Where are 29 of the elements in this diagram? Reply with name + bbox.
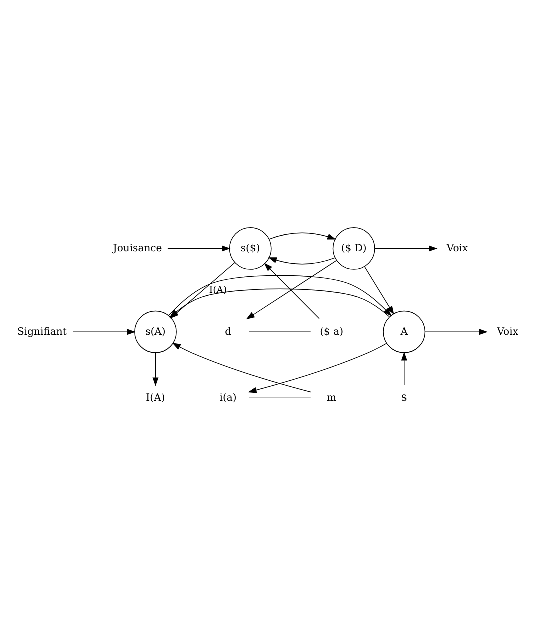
node-circle: ($ D) <box>332 228 376 270</box>
node-circle: s(A) <box>134 310 177 354</box>
arrow <box>168 246 231 252</box>
arrow <box>374 246 438 252</box>
arrow <box>268 258 336 265</box>
node-text: d <box>225 326 232 338</box>
arrow <box>246 260 338 320</box>
arrow <box>364 266 394 315</box>
arrow <box>425 329 488 336</box>
arrow <box>248 343 388 394</box>
node-circle: s($) <box>229 228 272 270</box>
node-text: $ <box>401 392 408 404</box>
node-text: Voix <box>497 326 518 338</box>
node-text: Jouisance <box>113 243 162 254</box>
arrow <box>72 329 136 336</box>
arrow <box>172 343 312 393</box>
node-text: I(A) <box>146 392 166 404</box>
arrow <box>264 263 320 320</box>
arrow <box>152 352 159 386</box>
connector <box>248 398 312 399</box>
arrow <box>401 352 408 386</box>
node-text: m <box>327 392 337 404</box>
node-text: Voix <box>446 243 468 254</box>
arrow <box>269 232 336 240</box>
node-text: ($ a) <box>320 326 344 338</box>
node-text: Signifiant <box>17 326 67 338</box>
node-circle: A <box>383 310 426 354</box>
arrow <box>168 275 392 317</box>
node-text: i(a) <box>220 392 237 404</box>
